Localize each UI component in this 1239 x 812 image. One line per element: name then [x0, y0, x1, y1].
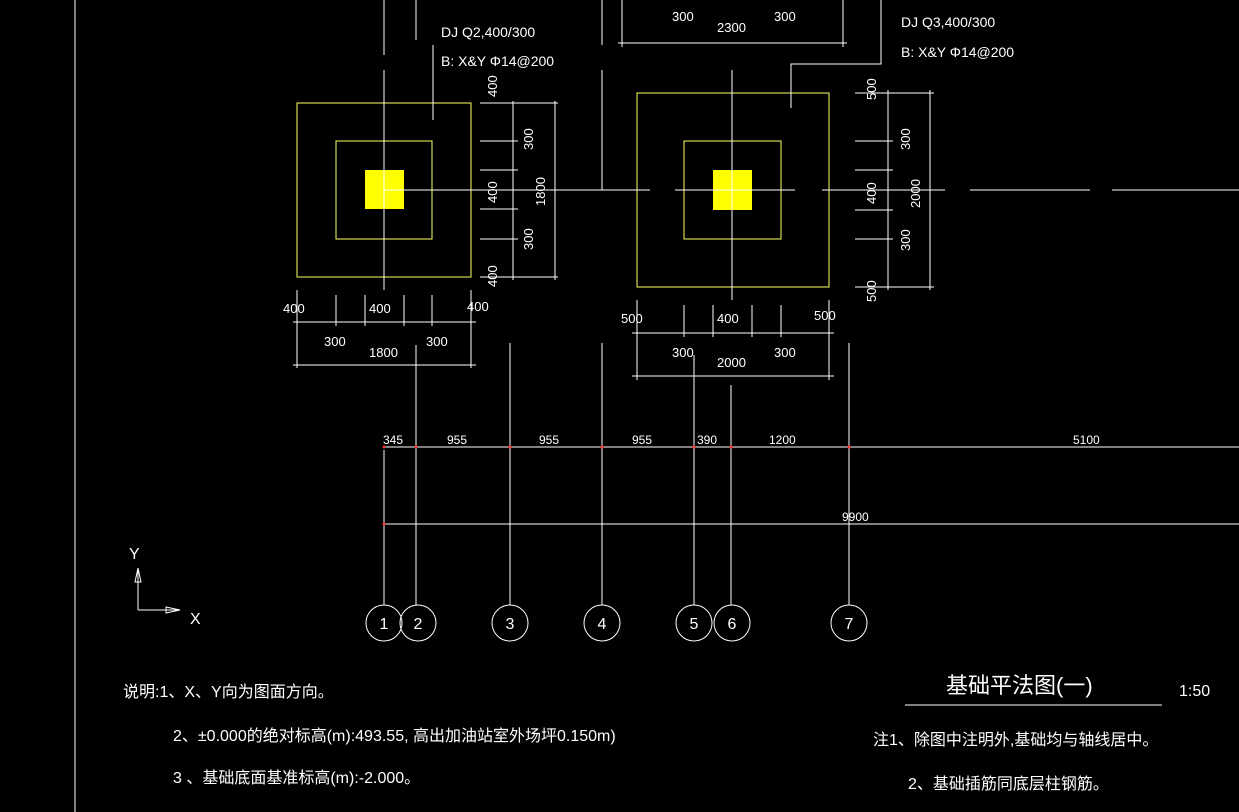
- dim-text: 400: [467, 299, 489, 314]
- axis-bubble-3[interactable]: [491, 604, 529, 642]
- axis-label-2: 2: [414, 616, 423, 633]
- dim-text: 300: [774, 345, 796, 360]
- foundation-1[interactable]: DJ Q2,400/300 B: X&Y Φ14@200 400 300 400…: [283, 24, 558, 368]
- axis-label-7: 7: [845, 616, 854, 633]
- dim-text-total: 2300: [717, 20, 746, 35]
- dim-text: 300: [521, 128, 536, 150]
- spacing-dim-text: 1200: [769, 433, 796, 447]
- overall-dim-text: 9900: [842, 510, 869, 524]
- axis-label-5: 5: [690, 616, 699, 633]
- dim-text: 400: [369, 301, 391, 316]
- note-right-1: 注1、除图中注明外,基础均与轴线居中。: [873, 731, 1158, 749]
- drawing-title: 基础平法图(一): [946, 673, 1093, 698]
- ucs-y-arrow: [134, 567, 142, 583]
- spacing-dim-text: 955: [632, 433, 652, 447]
- dim-text: 300: [426, 334, 448, 349]
- axis-bubble-7[interactable]: [830, 604, 868, 642]
- spacing-dim-text: 5100: [1073, 433, 1100, 447]
- dim-marker: [729, 445, 733, 449]
- spacing-dim-text: 345: [383, 433, 403, 447]
- axis-label-4: 4: [598, 616, 607, 633]
- dim-text: 400: [485, 265, 500, 287]
- dim-text-total: 1800: [369, 345, 398, 360]
- ucs-x-arrow: [165, 606, 181, 614]
- dim-text: 500: [864, 78, 879, 100]
- dim-text: 400: [864, 182, 879, 204]
- dim-text: 400: [717, 311, 739, 326]
- dim-marker: [414, 445, 418, 449]
- footing-1-rebar-label: B: X&Y Φ14@200: [441, 53, 554, 69]
- dim-marker: [382, 522, 386, 526]
- footing-2-leader: [790, 0, 882, 108]
- axis-bubble-4[interactable]: [583, 604, 621, 642]
- dim-text-total: 2000: [717, 355, 746, 370]
- dim-marker: [508, 445, 512, 449]
- dim-text-total: 1800: [533, 177, 548, 206]
- spacing-dimensions: 345 955 955 955 390 1200 5100 9900: [382, 433, 1239, 526]
- dim-text-total: 2000: [908, 179, 923, 208]
- dim-text: 500: [864, 280, 879, 302]
- dim-marker: [692, 445, 696, 449]
- ucs-icon: Y X: [129, 546, 201, 628]
- dim-text: 300: [898, 229, 913, 251]
- ucs-y-label: Y: [129, 546, 140, 563]
- ucs-x-label: X: [190, 611, 201, 628]
- dim-text: 300: [324, 334, 346, 349]
- axis-label-6: 6: [728, 616, 737, 633]
- dim-text: 300: [672, 345, 694, 360]
- axis-bubble-5[interactable]: [675, 604, 713, 642]
- axis-bubble-1[interactable]: [365, 604, 403, 642]
- note-right-2: 2、基础插筋同底层柱钢筋。: [908, 775, 1109, 793]
- dim-text: 500: [814, 308, 836, 323]
- note-left-1: 说明:1、X、Y向为图面方向。: [123, 683, 334, 701]
- spacing-dim-text: 390: [697, 433, 717, 447]
- dim-text: 400: [485, 75, 500, 97]
- spacing-dim-text: 955: [447, 433, 467, 447]
- spacing-dim-text: 955: [539, 433, 559, 447]
- dim-text: 400: [283, 301, 305, 316]
- dim-marker: [600, 445, 604, 449]
- dim-text: 400: [485, 181, 500, 203]
- dim-text: 500: [621, 311, 643, 326]
- footing-1-id-label: DJ Q2,400/300: [441, 24, 535, 40]
- dim-text: 300: [774, 9, 796, 24]
- note-left-2: 2、±0.000的绝对标高(m):493.55, 高出加油站室外场坪0.150m…: [173, 727, 616, 745]
- note-left-3: 3 、基础底面基准标高(m):-2.000。: [173, 769, 420, 787]
- dim-text: 300: [521, 228, 536, 250]
- dim-marker: [847, 445, 851, 449]
- footing-2-rebar-label: B: X&Y Φ14@200: [901, 44, 1014, 60]
- footing-2-id-label: DJ Q3,400/300: [901, 14, 995, 30]
- axis-bubbles[interactable]: 1 2 3 4 5 6 7: [365, 604, 868, 642]
- axis-label-1: 1: [380, 616, 389, 633]
- grid-lines: [383, 0, 1239, 605]
- dim-text: 300: [898, 128, 913, 150]
- drawing-scale: 1:50: [1179, 683, 1210, 700]
- dim-marker: [382, 445, 386, 449]
- axis-label-3: 3: [506, 616, 515, 633]
- dim-text: 300: [672, 9, 694, 24]
- axis-bubble-2[interactable]: [399, 604, 437, 642]
- axis-bubble-6[interactable]: [713, 604, 751, 642]
